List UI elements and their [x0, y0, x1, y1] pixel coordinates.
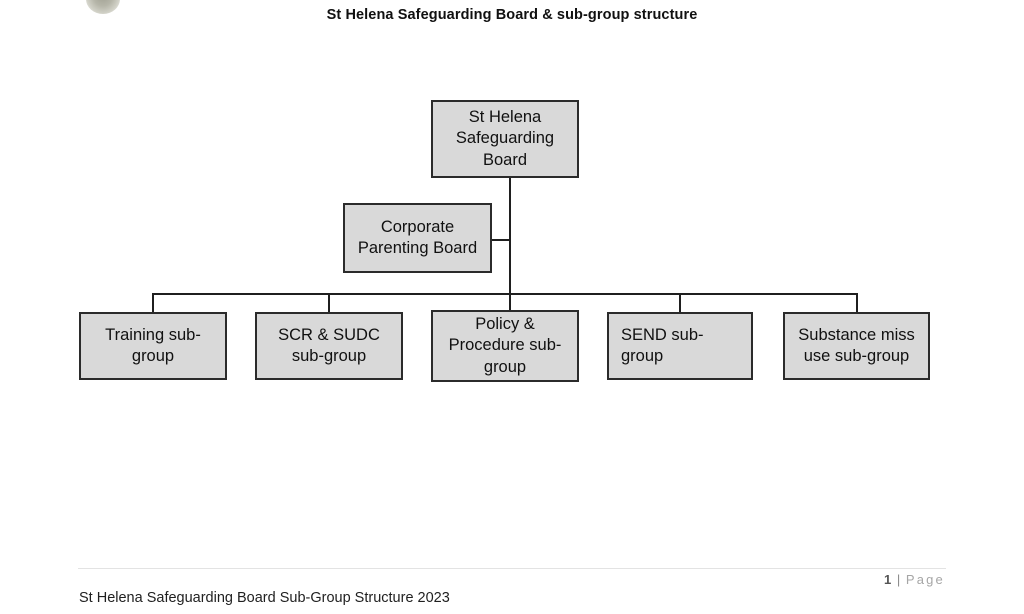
- organisation-logo-icon: [86, 0, 120, 14]
- footer-caption: St Helena Safeguarding Board Sub-Group S…: [79, 590, 450, 606]
- footer-divider: [78, 568, 946, 569]
- org-node-safeguarding-board: St Helena Safeguarding Board: [431, 100, 579, 178]
- org-node-label: SEND sub-group: [621, 325, 704, 365]
- connector-bus-to-substance: [856, 293, 858, 313]
- connector-horizontal-bus: [152, 293, 857, 295]
- page-number-separator: |: [896, 572, 901, 587]
- connector-root-to-corporate: [491, 239, 510, 241]
- org-node-training-sub-group: Training sub-group: [79, 312, 227, 380]
- org-chart: St Helena Safeguarding Board Corporate P…: [79, 100, 930, 382]
- connector-root-to-bus: [509, 178, 511, 294]
- org-node-label: Substance miss use sub-group: [798, 325, 915, 365]
- page-title: St Helena Safeguarding Board & sub-group…: [326, 7, 698, 23]
- org-node-label: St Helena Safeguarding Board: [455, 108, 555, 169]
- org-node-scr-sudc-sub-group: SCR & SUDC sub-group: [255, 312, 403, 380]
- org-node-send-sub-group: SEND sub-group: [607, 312, 753, 380]
- org-node-label: Policy & Procedure sub-group: [448, 315, 562, 376]
- connector-bus-to-scr: [328, 293, 330, 313]
- page-number-word: Page: [905, 572, 945, 587]
- connector-bus-to-policy: [509, 294, 511, 312]
- org-node-label: SCR & SUDC sub-group: [278, 325, 380, 365]
- org-node-policy-procedure-sub-group: Policy & Procedure sub-group: [431, 310, 579, 382]
- page-number-value: 1: [883, 572, 892, 587]
- org-node-substance-misuse-sub-group: Substance miss use sub-group: [783, 312, 930, 380]
- org-node-corporate-parenting-board: Corporate Parenting Board: [343, 203, 492, 273]
- org-node-label: Training sub-group: [105, 325, 201, 365]
- connector-bus-to-training: [152, 293, 154, 313]
- page-number-indicator: 1 | Page: [884, 572, 945, 587]
- org-node-label: Corporate Parenting Board: [357, 217, 478, 257]
- connector-bus-to-send: [679, 293, 681, 313]
